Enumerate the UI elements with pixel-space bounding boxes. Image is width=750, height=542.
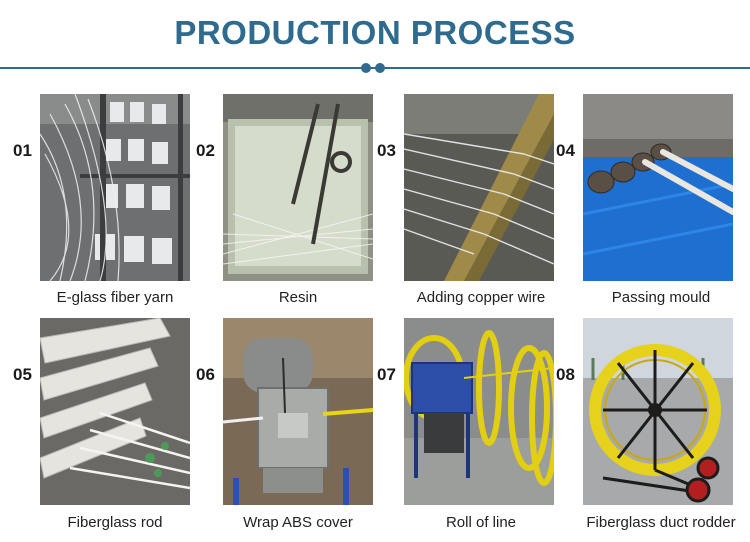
divider-dot-right — [375, 63, 385, 73]
step-number-03: 03 — [377, 141, 396, 160]
caption-step-03: Adding copper wire — [416, 289, 546, 306]
caption-step-06: Wrap ABS cover — [243, 514, 353, 531]
caption-step-05: Fiberglass rod — [67, 514, 163, 531]
step-number-02: 02 — [196, 141, 215, 160]
caption-step-01: E-glass fiber yarn — [56, 289, 174, 306]
caption-step-04: Passing mould — [611, 289, 711, 306]
step-number-04: 04 — [556, 141, 575, 160]
photo-wrap-abs-cover — [223, 318, 373, 505]
step-number-06: 06 — [196, 365, 215, 384]
caption-step-08: Fiberglass duct rodder — [586, 514, 736, 531]
caption-step-07: Roll of line — [445, 514, 517, 531]
photo-fiberglass-duct-rodder — [583, 318, 733, 505]
page-title: PRODUCTION PROCESS — [174, 14, 576, 51]
caption-step-02: Resin — [278, 289, 318, 306]
step-number-01: 01 — [13, 141, 32, 160]
step-number-05: 05 — [13, 365, 32, 384]
photo-fiberglass-rod — [40, 318, 190, 505]
step-number-08: 08 — [556, 365, 575, 384]
photo-adding-copper-wire — [404, 94, 554, 281]
step-number-07: 07 — [377, 365, 396, 384]
divider-dot-left — [361, 63, 371, 73]
photo-resin — [223, 94, 373, 281]
photo-roll-of-line — [404, 318, 554, 505]
photo-passing-mould — [583, 94, 733, 281]
photo-e-glass-fiber-yarn — [40, 94, 190, 281]
